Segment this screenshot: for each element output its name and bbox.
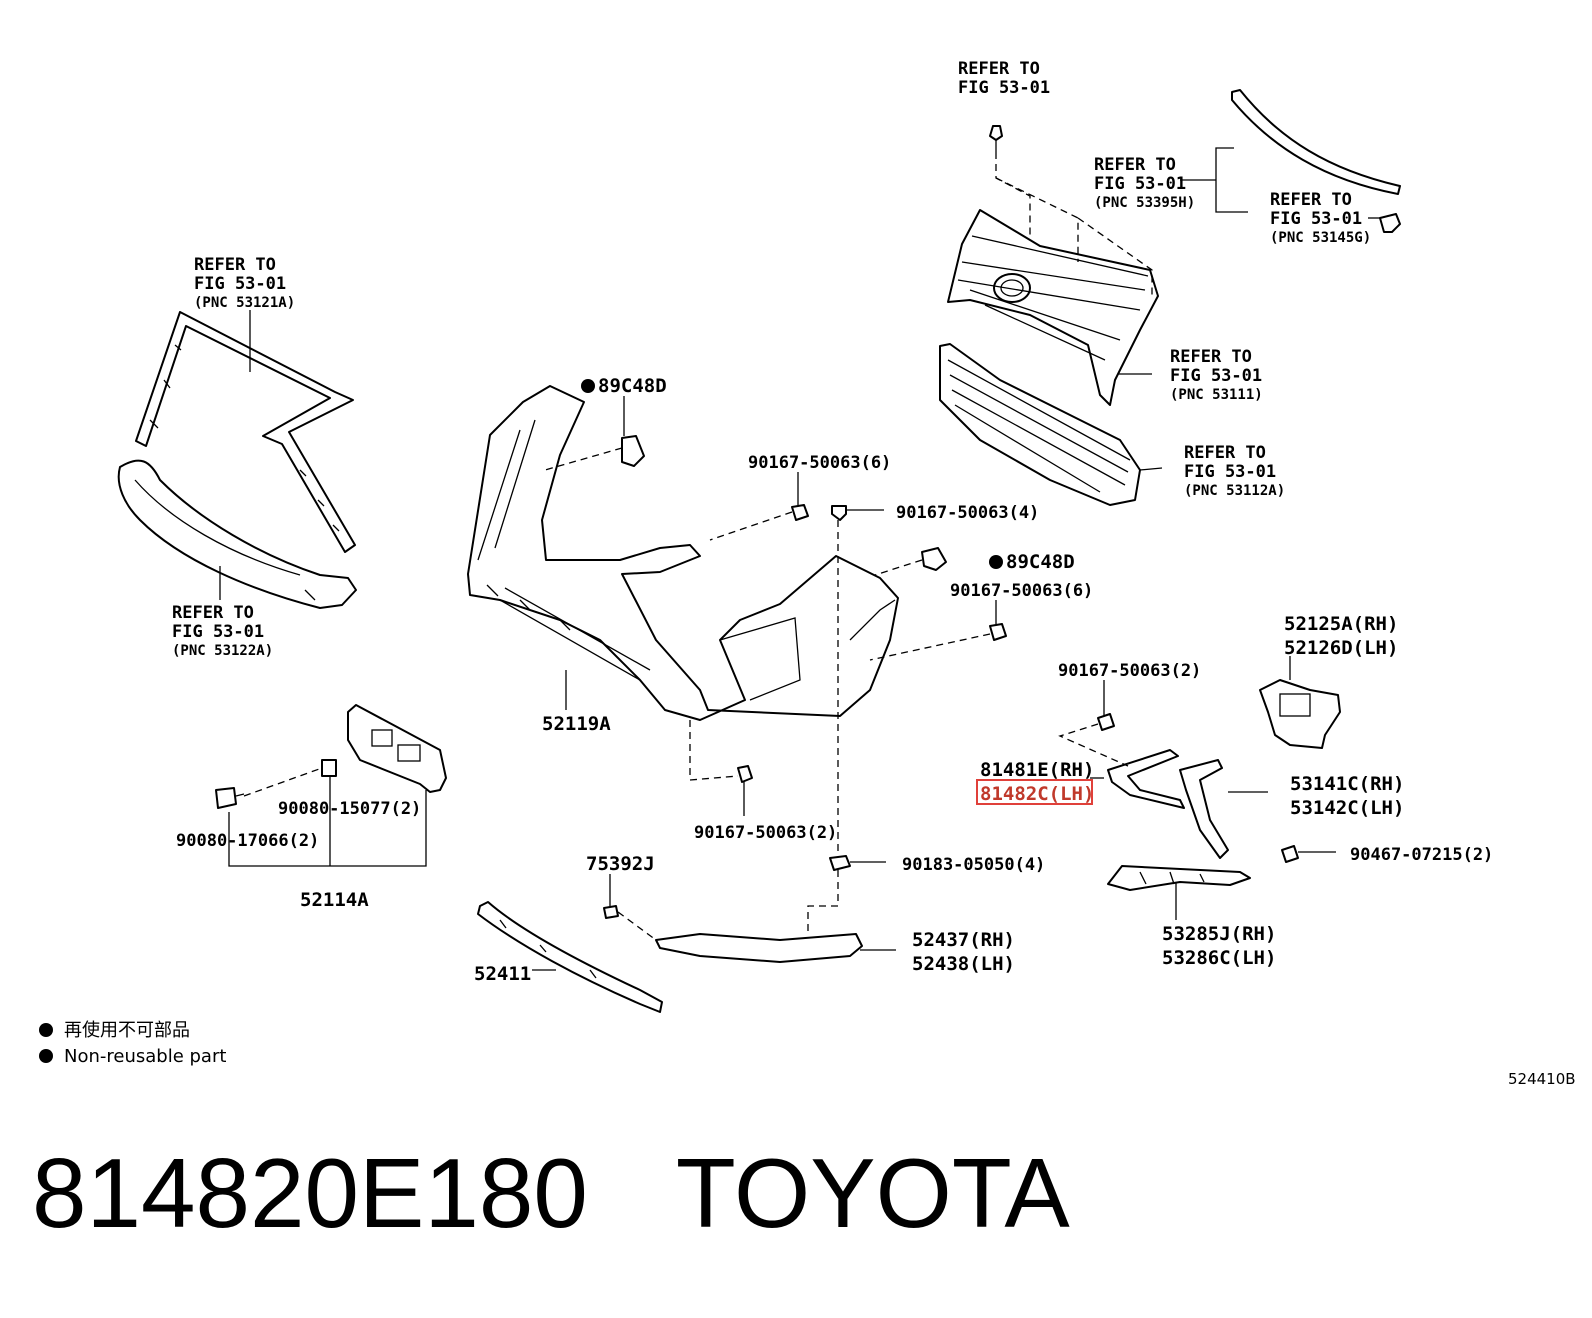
- callout-90183-05050: 90183-05050(4): [902, 855, 1045, 875]
- callout-ref-53122a-2: FIG 53-01: [172, 622, 264, 642]
- cover-81482c: [1107, 749, 1185, 809]
- leader-lines: [219, 147, 1380, 971]
- callout-bolt-6-right: 90167-50063(6): [950, 581, 1093, 601]
- caption-part-number: 814820E180: [32, 1138, 588, 1248]
- callout-52437-rh: 52437(RH): [912, 929, 1015, 951]
- callout-ref-53395h-1: REFER TO: [1094, 155, 1176, 175]
- callout-ref-grille-top-2: FIG 53-01: [958, 78, 1050, 98]
- bumper-cover-52119a: [467, 385, 899, 721]
- lower-grille-53112a: [939, 343, 1141, 506]
- callout-ref-53145g-3: (PNC 53145G): [1270, 230, 1371, 246]
- callout-ref-53395h-2: FIG 53-01: [1094, 174, 1186, 194]
- grille-53111: [947, 209, 1159, 406]
- callout-ref-53145g-2: FIG 53-01: [1270, 209, 1362, 229]
- callout-clip-89c48d-left: 89C48D: [598, 375, 667, 397]
- callout-52114a: 52114A: [300, 889, 369, 911]
- callout-52126d-lh: 52126D(LH): [1284, 637, 1398, 659]
- callout-bolt-2-right: 90167-50063(2): [1058, 661, 1201, 681]
- callout-ref-53122a-3: (PNC 53122A): [172, 643, 273, 659]
- callout-53142c-lh: 53142C(LH): [1290, 797, 1404, 819]
- callout-52125a-rh: 52125A(RH): [1284, 613, 1398, 635]
- legend: 再使用不可部品 Non-reusable part: [39, 1020, 226, 1067]
- upper-molding-53395h: [1231, 89, 1401, 195]
- clip-75392j-shape: [603, 905, 619, 919]
- grille-top-bolt: [989, 125, 1003, 152]
- part-caption: 814820E180 TOYOTA: [32, 1138, 1070, 1248]
- callout-bolt-6-top: 90167-50063(6): [748, 453, 891, 473]
- license-bracket-52114a: [347, 704, 447, 793]
- upper-trim-53121a: [135, 311, 356, 553]
- callout-ref-53145g-1: REFER TO: [1270, 190, 1352, 210]
- legend-en: Non-reusable part: [64, 1046, 226, 1067]
- callout-75392j: 75392J: [586, 853, 655, 875]
- legend-jp: 再使用不可部品: [64, 1020, 190, 1041]
- non-reusable-dot-right: [989, 555, 1003, 569]
- clip-89c48d-right-shape: [921, 547, 947, 571]
- lower-lip-52411: [477, 901, 663, 1013]
- callout-ref-53111-1: REFER TO: [1170, 347, 1252, 367]
- callout-ref-53112a-1: REFER TO: [1184, 443, 1266, 463]
- callout-90080-15077: 90080-15077(2): [278, 799, 421, 819]
- clip-53145g: [1379, 213, 1401, 233]
- callout-ref-53111-3: (PNC 53111): [1170, 387, 1263, 403]
- callout-ref-53112a-3: (PNC 53112A): [1184, 483, 1285, 499]
- callout-81482c-lh: 81482C(LH): [980, 783, 1094, 805]
- callout-bolt-4: 90167-50063(4): [896, 503, 1039, 523]
- callout-ref-53121a-1: REFER TO: [194, 255, 276, 275]
- legend-dot-en: [39, 1049, 53, 1063]
- callout-53286c-lh: 53286C(LH): [1162, 947, 1276, 969]
- callout-90080-17066: 90080-17066(2): [176, 831, 319, 851]
- highlight-box-81482c: [976, 779, 1093, 805]
- figure-code: 524410B: [1508, 1070, 1576, 1088]
- callout-texts: REFER TO FIG 53-01 REFER TO FIG 53-01 (P…: [172, 59, 1493, 985]
- clip-89c48d-left-shape: [621, 435, 645, 467]
- callout-ref-53112a-2: FIG 53-01: [1184, 462, 1276, 482]
- bolt-90080-17066: [215, 787, 245, 809]
- callout-ref-53121a-2: FIG 53-01: [194, 274, 286, 294]
- clip-90467: [1281, 845, 1299, 863]
- callout-90467-07215: 90467-07215(2): [1350, 845, 1493, 865]
- callout-clip-89c48d-right: 89C48D: [1006, 551, 1075, 573]
- legend-dot-jp: [39, 1023, 53, 1037]
- callout-ref-53122a-1: REFER TO: [172, 603, 254, 623]
- callout-53285j-rh: 53285J(RH): [1162, 923, 1276, 945]
- callout-bolt-2-bottom: 90167-50063(2): [694, 823, 837, 843]
- callout-ref-53111-2: FIG 53-01: [1170, 366, 1262, 386]
- lower-trim-53122a: [117, 459, 357, 609]
- cover-53141c: [1179, 759, 1229, 859]
- nut-90183: [829, 855, 851, 871]
- lower-cover-53285j: [1107, 865, 1251, 891]
- callout-81481e-rh: 81481E(RH): [980, 759, 1094, 781]
- caption-brand: TOYOTA: [675, 1138, 1070, 1248]
- callout-52119a: 52119A: [542, 713, 611, 735]
- callout-52411: 52411: [474, 963, 531, 985]
- bolt-shapes: [737, 504, 1115, 783]
- non-reusable-dot-left: [581, 379, 595, 393]
- molding-52437: [655, 933, 863, 963]
- callout-ref-grille-top-1: REFER TO: [958, 59, 1040, 79]
- callout-ref-53121a-3: (PNC 53121A): [194, 295, 295, 311]
- callout-52438-lh: 52438(LH): [912, 953, 1015, 975]
- callout-ref-53395h-3: (PNC 53395H): [1094, 195, 1195, 211]
- nut-90080-15077: [321, 759, 337, 777]
- callout-53141c-rh: 53141C(RH): [1290, 773, 1404, 795]
- foglamp-bracket-52125a: [1259, 679, 1341, 749]
